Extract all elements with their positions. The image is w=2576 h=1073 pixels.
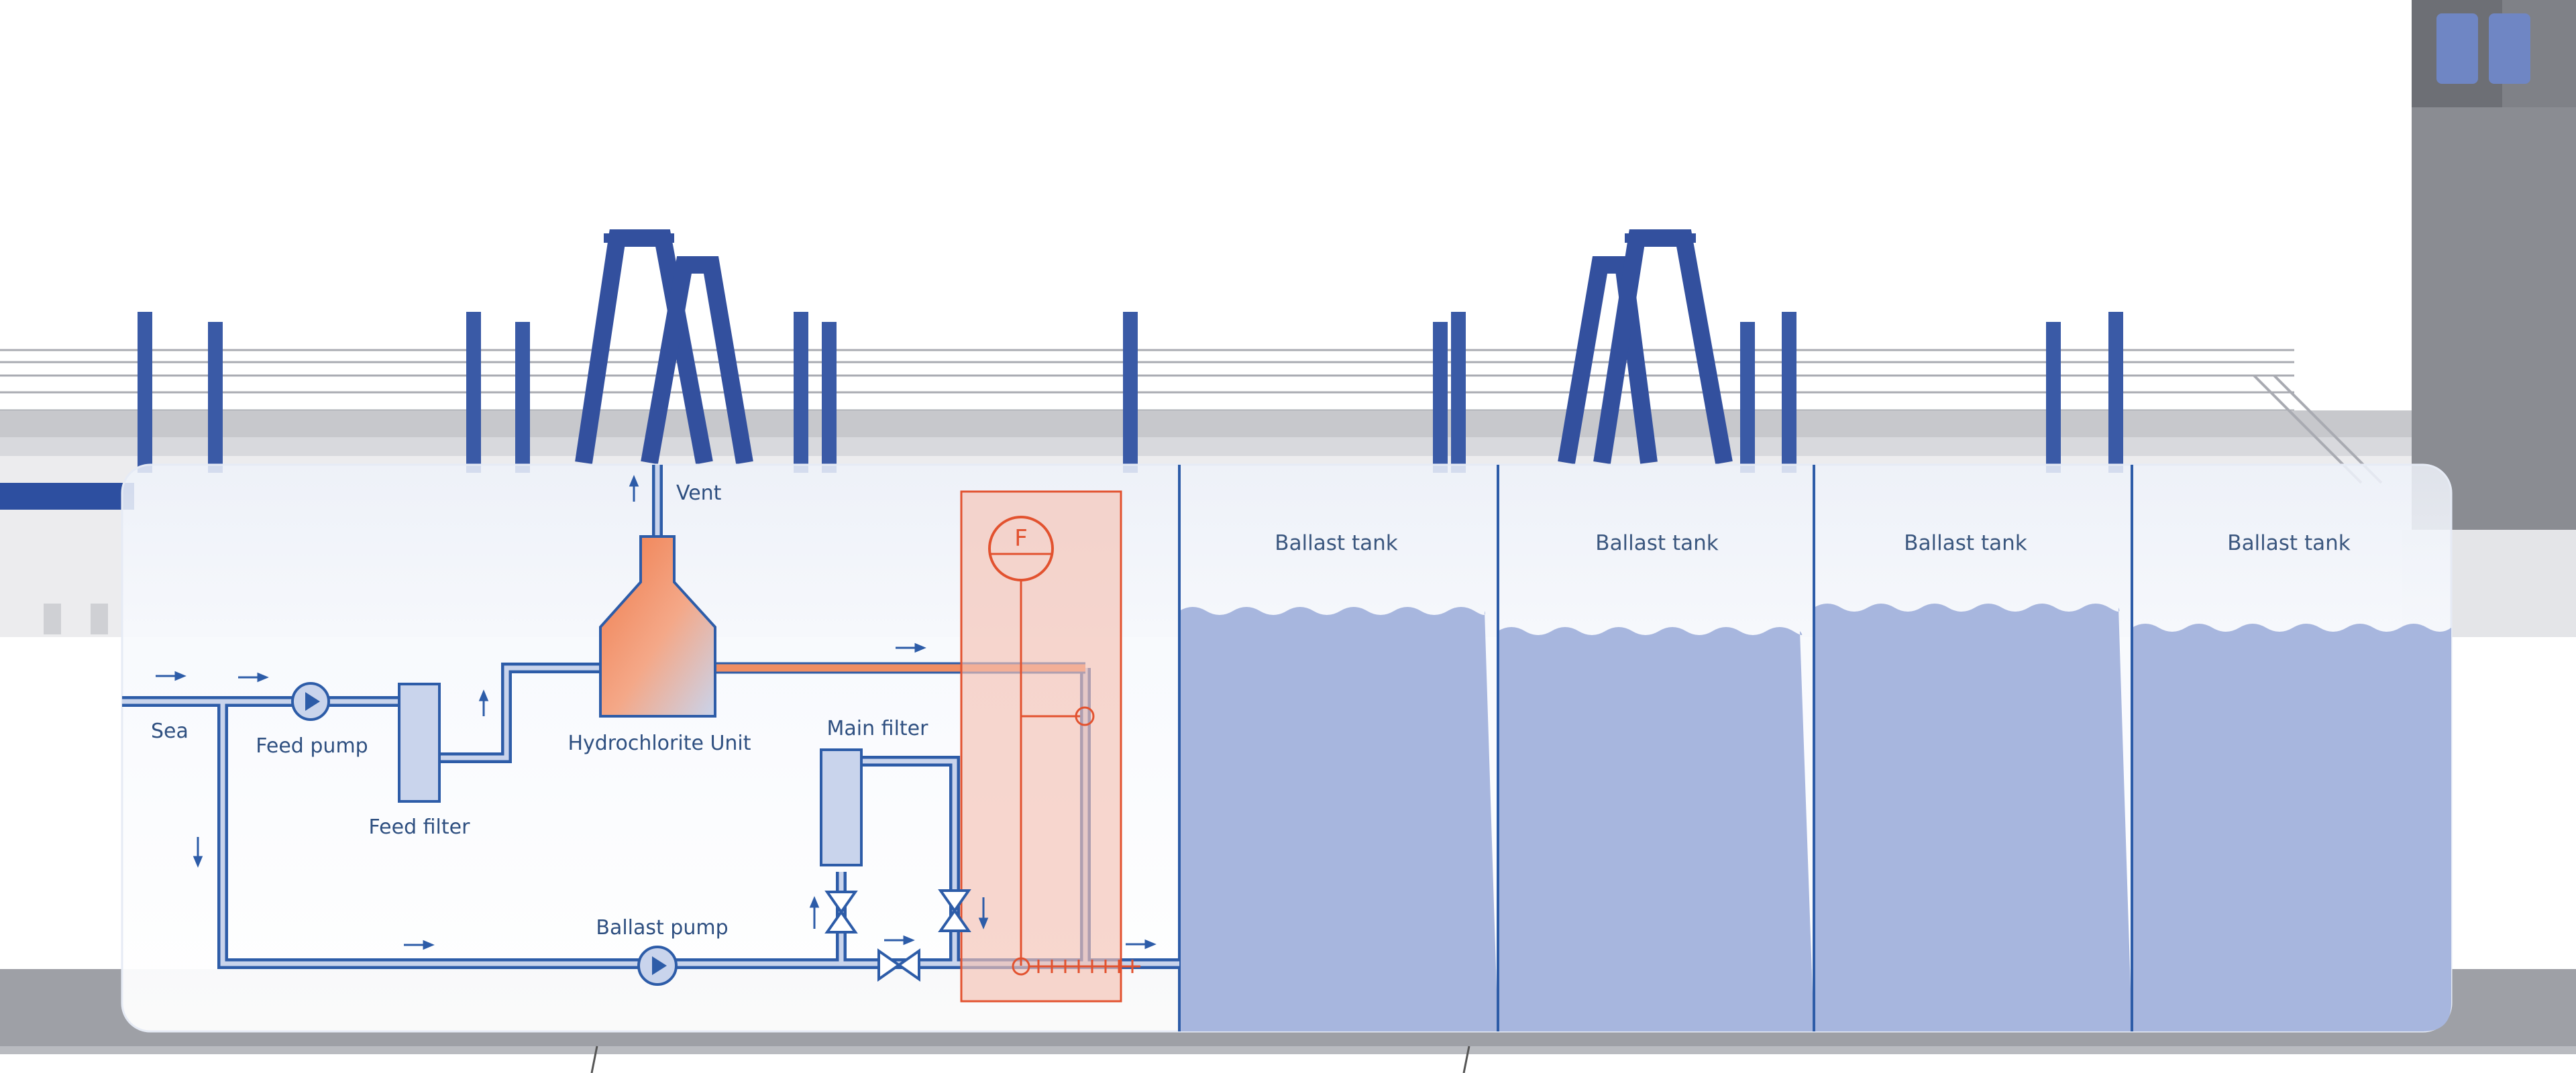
hull-strut-left bbox=[590, 1046, 598, 1073]
deck-cylinder-1 bbox=[44, 604, 61, 634]
deck-cylinder-2 bbox=[91, 604, 108, 634]
ballast-tank-label-4: Ballast tank bbox=[2227, 531, 2350, 555]
arrow-right-icon bbox=[1126, 939, 1157, 950]
hull-keel-strip bbox=[0, 1046, 2576, 1054]
ballast-tanks: Ballast tank Ballast tank Ballast tank B… bbox=[1178, 465, 2451, 1031]
valve-icon-main-filter-outlet bbox=[938, 889, 971, 932]
label-feed-pump: Feed pump bbox=[256, 734, 368, 758]
feed-filter-icon bbox=[398, 683, 441, 803]
arrow-right-icon bbox=[884, 935, 915, 946]
label-ballast-pump: Ballast pump bbox=[596, 916, 728, 940]
injection-mixer-icon bbox=[1029, 960, 1140, 973]
arrow-right-icon bbox=[238, 672, 269, 683]
dosing-control: F bbox=[960, 490, 1140, 1003]
ballast-tank-label-1: Ballast tank bbox=[1275, 531, 1397, 555]
arrow-up-icon bbox=[629, 475, 639, 502]
deck-railing bbox=[0, 349, 2294, 412]
hull-strut-right bbox=[1462, 1046, 1470, 1073]
ballast-tank-water-4 bbox=[2132, 624, 2451, 1031]
label-sea: Sea bbox=[151, 720, 189, 743]
valve-icon-bypass bbox=[877, 948, 920, 982]
label-feed-filter: Feed filter bbox=[369, 815, 471, 839]
flow-arrows bbox=[156, 475, 1157, 950]
ballast-pump-icon bbox=[637, 946, 678, 986]
arrow-right-icon bbox=[896, 642, 926, 653]
ballast-tank-water-2 bbox=[1498, 627, 1814, 1031]
arrow-up-icon bbox=[809, 896, 820, 929]
arrow-down-icon bbox=[978, 897, 989, 929]
label-vent: Vent bbox=[676, 482, 722, 505]
valve-icon-main-filter-inlet bbox=[824, 891, 858, 934]
main-filter-icon bbox=[820, 748, 863, 866]
ballast-tank-label-2: Ballast tank bbox=[1595, 531, 1718, 555]
ballast-tank-water-1 bbox=[1179, 607, 1498, 1031]
arrow-up-icon bbox=[478, 689, 489, 716]
railing-posts bbox=[138, 312, 2123, 473]
ballast-tank-label-3: Ballast tank bbox=[1904, 531, 2027, 555]
arrow-right-icon bbox=[156, 671, 186, 681]
dosing-valve-icon bbox=[1075, 706, 1095, 726]
arrow-down-icon bbox=[193, 837, 203, 868]
dosing-box bbox=[960, 490, 1122, 1003]
flow-meter-label: F bbox=[1014, 525, 1028, 552]
label-main-filter: Main filter bbox=[827, 717, 929, 740]
deck-structure bbox=[0, 410, 2455, 437]
a-frame-crane-left bbox=[575, 229, 753, 465]
ballast-tank-water-3 bbox=[1814, 604, 2132, 1031]
feed-pump-icon bbox=[291, 682, 330, 721]
hydrochlorite-unit-icon bbox=[599, 535, 716, 718]
deck-pipe bbox=[0, 483, 134, 510]
a-frame-crane-right bbox=[1558, 229, 1733, 465]
label-hydrochlorite-unit: Hydrochlorite Unit bbox=[568, 732, 751, 755]
arrow-right-icon bbox=[404, 940, 435, 950]
